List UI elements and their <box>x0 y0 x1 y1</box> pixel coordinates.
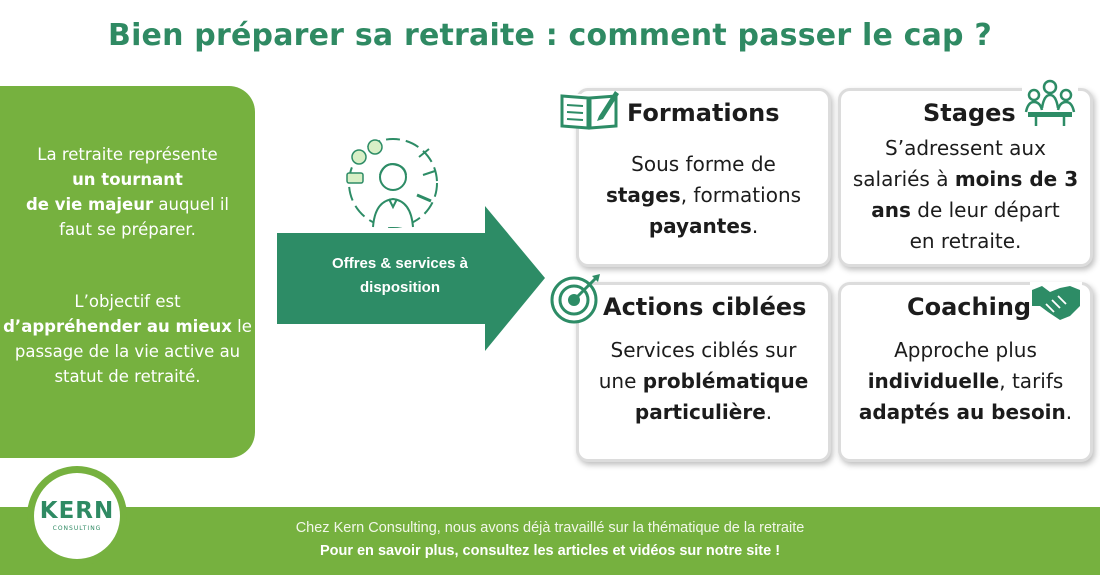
card-body: Services ciblés sur une problématique pa… <box>598 338 809 424</box>
page-title: Bien préparer sa retraite : comment pass… <box>108 18 992 53</box>
person-illustration-icon <box>346 138 438 228</box>
card-actions-ciblees: Actions ciblées Services ciblés sur une … <box>576 282 831 462</box>
footer: Chez Kern Consulting, nous avons déjà tr… <box>0 507 1100 575</box>
card-title: Formations <box>627 99 780 127</box>
card-title: Stages <box>923 99 1016 127</box>
meeting-icon <box>1022 78 1078 128</box>
card-title: Actions ciblées <box>603 293 807 321</box>
card-formations: Formations Sous forme de stages, formati… <box>576 88 831 267</box>
footer-line-1: Chez Kern Consulting, nous avons déjà tr… <box>295 520 805 536</box>
intro-panel: La retraite représente un tournant de vi… <box>0 86 255 458</box>
card-title: Coaching <box>907 293 1032 321</box>
card-body: S’adressent aux salariés à moins de 3 an… <box>852 136 1079 253</box>
target-icon <box>550 274 600 324</box>
intro-paragraph-1: La retraite représente un tournant de vi… <box>25 145 230 239</box>
kern-logo[interactable]: KERN CONSULTING <box>34 473 120 559</box>
handshake-icon <box>1030 282 1082 322</box>
card-body: Sous forme de stages, formations payante… <box>605 152 802 238</box>
book-icon <box>560 91 619 130</box>
card-body: Approche plus individuelle, tarifs adapt… <box>858 338 1073 424</box>
card-stages: Stages S’adressent aux salariés à moins … <box>838 88 1093 267</box>
footer-line-2[interactable]: Pour en savoir plus, consultez les artic… <box>319 543 781 559</box>
card-coaching: Coaching Approche plus individuelle, tar… <box>838 282 1093 462</box>
offers-label: Offres & services à disposition <box>332 255 468 296</box>
intro-paragraph-2: L’objectif est d’appréhender au mieux le… <box>3 292 252 386</box>
arrow-icon <box>277 206 545 351</box>
